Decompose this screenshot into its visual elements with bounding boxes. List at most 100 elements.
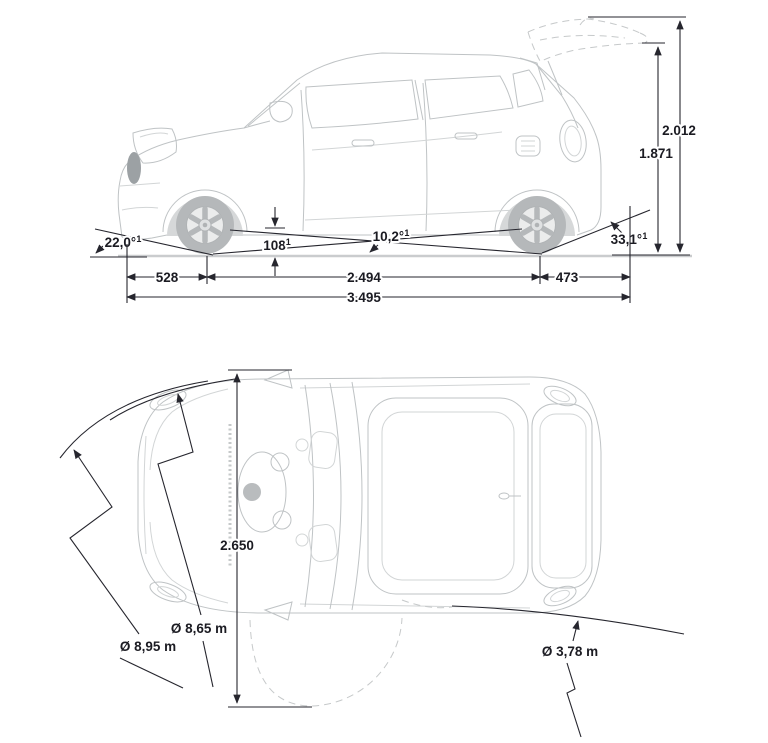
leader-turning-inner-tail: [202, 640, 214, 688]
label-overall-height: 2.012: [662, 123, 696, 138]
departure-angle-arrow: [610, 221, 623, 234]
taillight-left: [543, 385, 577, 407]
bay-detail-circle-5: [295, 533, 309, 547]
top-side-rail-lower: [299, 603, 531, 609]
top-front-inner-line-2: [149, 521, 229, 604]
front-bumper-crease-top: [143, 435, 147, 555]
label-turning-outer: Ø 8,95 m: [120, 639, 176, 654]
dim-front-overhang: 528: [126, 268, 208, 287]
top-view-dimensions: 2.650 Ø 8,95 m Ø 8,65 m Ø 3,78 m: [59, 369, 685, 738]
swing-arc-link-dashed: [401, 599, 453, 609]
dim-ground-clearance: 1081: [261, 207, 293, 276]
label-ground-clearance: 1081: [263, 237, 291, 253]
label-ramp-angle: 10,2°1: [373, 228, 410, 244]
dim-clearance-width: 2.650: [218, 369, 312, 708]
car-side-view-art: [117, 17, 692, 258]
label-departure-angle: 33,1°1: [611, 231, 648, 247]
belt-crease: [311, 131, 503, 151]
dim-rear-overhang: 473: [539, 268, 631, 287]
label-turning-inner: Ø 8,65 m: [171, 621, 227, 636]
rear-hub-cap: [534, 222, 540, 228]
roof-panel: [367, 397, 529, 595]
rear-arc-arrow: [572, 620, 580, 642]
label-approach-angle: 22,0°1: [105, 234, 142, 250]
a-pillar: [247, 82, 301, 127]
approach-angle-line: [94, 228, 214, 256]
bay-detail-circle-1: [270, 452, 290, 472]
rear-arc: [451, 605, 685, 635]
car-top-view-art: [137, 369, 602, 707]
label-clearance-width: 2.650: [220, 538, 254, 553]
dim-departure-angle: 33,1°1: [541, 209, 651, 254]
headlight-right-top: [149, 581, 187, 603]
side-mirror: [269, 100, 293, 123]
rear-wheel: [508, 196, 566, 254]
top-mirror-upper: [263, 369, 293, 389]
front-arch-lip: [162, 189, 248, 233]
dim-approach-angle: 22,0°1: [94, 228, 214, 256]
taillight-right: [543, 585, 577, 607]
label-rear-overhang: 473: [556, 270, 579, 285]
door-swing-arc-dashed: [249, 617, 403, 707]
top-front-inner-line: [149, 388, 229, 471]
dim-ramp-angle: 10,2°1: [212, 226, 543, 255]
bay-detail-circle-2: [272, 510, 292, 530]
c-pillar-line: [535, 63, 579, 129]
label-height-secondary: 1.871: [639, 146, 673, 161]
fuel-door: [515, 135, 541, 157]
bay-detail-circle-3: [243, 483, 261, 501]
cowl-line: [243, 120, 271, 129]
rear-side-window: [424, 75, 514, 120]
dim-turning-inner: Ø 8,65 m: [157, 393, 229, 688]
turning-arc-inner: [109, 378, 236, 421]
headlight-inner: [139, 132, 169, 138]
open-tailgate-dashed: [527, 17, 649, 63]
turning-arc-outer: [59, 380, 209, 459]
roof-antenna: [498, 492, 510, 500]
front-lower-bumper: [121, 234, 168, 240]
approach-angle-arrow: [95, 244, 105, 254]
seat-upper: [308, 431, 338, 469]
ramp-line-b: [229, 229, 543, 255]
front-side-window: [305, 79, 419, 129]
leader-turning-inner: [157, 393, 202, 616]
ramp-angle-arrow: [369, 243, 379, 253]
quarter-window: [512, 69, 544, 108]
top-mirror-lower: [263, 601, 293, 621]
label-wheelbase: 2.494: [347, 270, 381, 285]
dim-wheelbase: 2.494: [206, 268, 541, 287]
dim-overall-height: 2.012: [588, 16, 698, 253]
cowl-arc: [304, 384, 314, 608]
sunroof-panel: [381, 411, 515, 581]
dim-overall-length: 3.495: [126, 288, 631, 307]
ramp-line-a: [212, 228, 523, 255]
departure-angle-line: [541, 209, 651, 254]
bay-detail-circle-4: [295, 438, 309, 452]
dim-turning-rear: Ø 3,78 m: [451, 605, 685, 738]
label-front-overhang: 528: [156, 270, 179, 285]
leader-turning-outer-tail: [119, 657, 184, 689]
rear-door-handle: [454, 132, 478, 140]
rear-window-inner: [539, 413, 587, 579]
windshield-base-arc: [329, 382, 342, 610]
top-side-rail-upper: [299, 383, 531, 389]
seat-lower: [308, 524, 338, 562]
side-view-dimensions: 2.012 1.871 33,1°1 22,0°1 10,2°1: [90, 16, 698, 307]
tailgate-strut: [547, 60, 563, 96]
dim-height-secondary: 1.871: [637, 42, 675, 253]
b-pillar: [414, 79, 424, 121]
label-turning-rear: Ø 3,78 m: [542, 644, 598, 659]
leader-turning-outer: [69, 449, 140, 635]
bumper-crease: [119, 182, 161, 187]
taillight: [559, 119, 587, 163]
rear-spoiler: [519, 57, 546, 91]
dim-turning-outer: Ø 8,95 m: [69, 449, 184, 689]
front-grille-badge: [127, 152, 141, 184]
front-hub-cap: [202, 222, 208, 228]
roof-front-arc: [351, 381, 363, 611]
body-silhouette: [117, 52, 602, 238]
front-wheel: [176, 196, 234, 254]
rear-window-top: [531, 403, 593, 589]
